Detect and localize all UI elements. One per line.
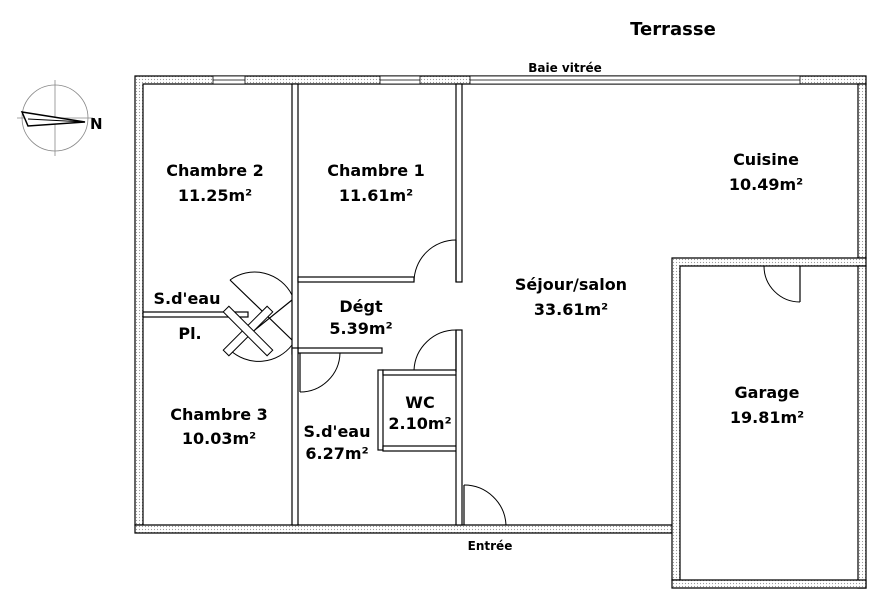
room-name-chambre2: Chambre 2 xyxy=(166,161,264,180)
entree-label: Entrée xyxy=(468,539,513,553)
doors xyxy=(222,239,801,526)
room-area-chambre2: 11.25m² xyxy=(178,186,252,205)
terrace-label: Terrasse xyxy=(630,19,716,40)
room-area-sejour: 33.61m² xyxy=(534,300,608,319)
compass-n-label: N xyxy=(90,115,103,133)
room-area-sdeau: 6.27m² xyxy=(305,444,368,463)
room-area-wc: 2.10m² xyxy=(388,414,451,433)
room-name-chambre3: Chambre 3 xyxy=(170,405,268,424)
room-name-placard: Pl. xyxy=(178,324,201,343)
baie-vitree-label: Baie vitrée xyxy=(528,61,602,75)
room-area-degt: 5.39m² xyxy=(329,319,392,338)
room-name-sdeau: S.d'eau xyxy=(304,422,371,441)
windows xyxy=(212,75,801,85)
room-name-sdeau-small: S.d'eau xyxy=(154,289,221,308)
room-area-chambre1: 11.61m² xyxy=(339,186,413,205)
interior-walls xyxy=(142,83,463,526)
compass-icon xyxy=(17,80,93,156)
exterior-walls xyxy=(134,75,867,589)
room-area-garage: 19.81m² xyxy=(730,408,804,427)
room-name-wc: WC xyxy=(405,393,434,412)
room-area-chambre3: 10.03m² xyxy=(182,429,256,448)
room-name-garage: Garage xyxy=(735,383,800,402)
room-name-cuisine: Cuisine xyxy=(733,150,799,169)
room-name-degt: Dégt xyxy=(339,297,383,316)
room-area-cuisine: 10.49m² xyxy=(729,175,803,194)
room-name-chambre1: Chambre 1 xyxy=(327,161,425,180)
room-name-sejour: Séjour/salon xyxy=(515,275,627,294)
